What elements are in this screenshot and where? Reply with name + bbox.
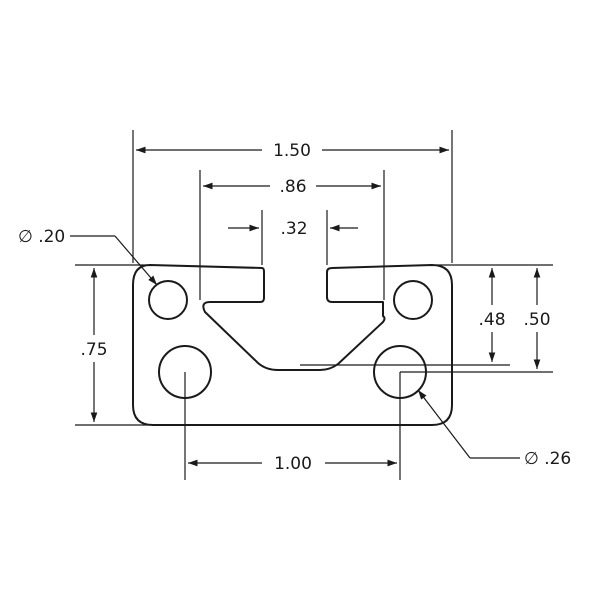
dim-label-small-hole-diameter: ∅ .20 bbox=[18, 227, 65, 247]
dim-label-slot-outer-width: .86 bbox=[279, 177, 306, 197]
leader-small-hole-diagonal bbox=[114, 235, 158, 286]
small-hole-right bbox=[393, 280, 433, 320]
dim-label-depth-outer: .50 bbox=[523, 310, 550, 330]
dim-label-large-hole-diameter: ∅ .26 bbox=[524, 449, 571, 469]
dim-label-overall-height: .75 bbox=[80, 340, 107, 360]
dim-label-slot-opening: .32 bbox=[280, 219, 307, 239]
dim-label-center-distance: 1.00 bbox=[274, 454, 312, 474]
dim-label-overall-width: 1.50 bbox=[273, 141, 311, 161]
dim-label-depth-inner: .48 bbox=[478, 310, 505, 330]
profile-outline bbox=[132, 264, 453, 426]
small-hole-left bbox=[148, 280, 188, 320]
leader-large-hole-diagonal bbox=[417, 389, 471, 459]
